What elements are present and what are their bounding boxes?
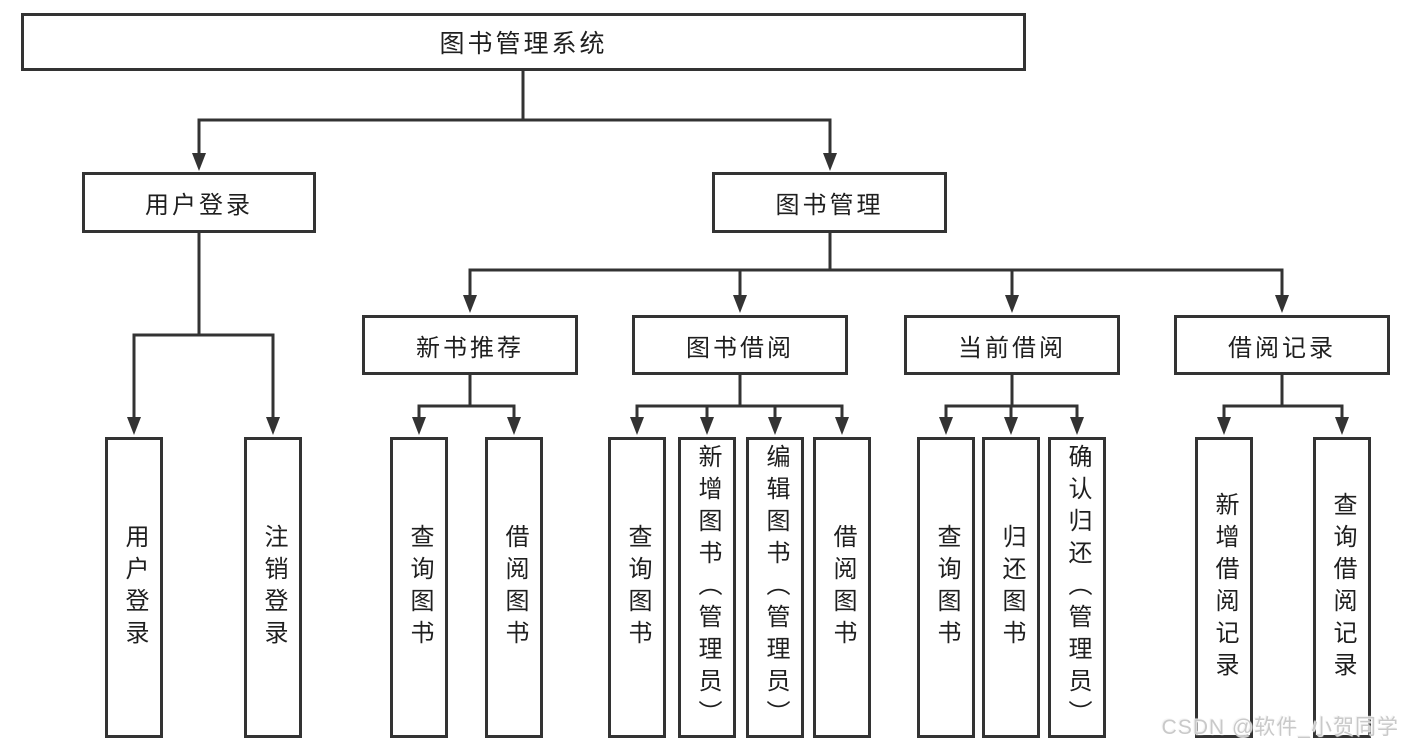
node-book-borrowing: 图书借阅: [632, 315, 848, 375]
leaf-label: 归还图书: [998, 523, 1025, 652]
node-book-management-label: 图书管理: [775, 192, 884, 219]
node-root-label: 图书管理系统: [439, 30, 608, 58]
section-label: 当前借阅: [958, 334, 1066, 362]
leaf-add-borrow-record: 新增借阅记录: [1195, 437, 1253, 738]
leaf-query-books-current: 查询图书: [917, 437, 975, 738]
leaf-logout: 注销登录: [244, 437, 302, 738]
section-label: 图书借阅: [686, 334, 794, 362]
leaf-query-books-recommend: 查询图书: [390, 437, 448, 738]
leaf-label: 查询图书: [624, 523, 651, 652]
leaf-query-borrow-record: 查询借阅记录: [1313, 437, 1371, 738]
leaf-confirm-return-admin: 确认归还（管理员）: [1048, 437, 1106, 738]
leaf-query-books-borrowing: 查询图书: [608, 437, 666, 738]
section-label: 新书推荐: [416, 334, 524, 362]
leaf-edit-book-admin: 编辑图书（管理员）: [746, 437, 804, 738]
leaf-return-book: 归还图书: [982, 437, 1040, 738]
leaf-borrow-books-recommend: 借阅图书: [485, 437, 543, 738]
leaf-user-login: 用户登录: [105, 437, 163, 738]
leaf-label: 查询图书: [406, 523, 433, 652]
node-user-login-label: 用户登录: [145, 192, 253, 219]
node-current-borrowing: 当前借阅: [904, 315, 1120, 375]
leaf-add-book-admin: 新增图书（管理员）: [678, 437, 736, 738]
leaf-label: 注销登录: [260, 523, 287, 652]
node-root: 图书管理系统: [21, 13, 1026, 71]
node-user-login: 用户登录: [82, 172, 316, 233]
leaf-label: 借阅图书: [501, 523, 528, 652]
leaf-label: 编辑图书（管理员）: [762, 443, 789, 732]
node-new-book-recommendation: 新书推荐: [362, 315, 578, 375]
leaf-label: 确认归还（管理员）: [1064, 443, 1091, 732]
leaf-label: 新增图书（管理员）: [694, 443, 721, 732]
leaf-label: 查询借阅记录: [1329, 491, 1356, 684]
leaf-borrow-books-borrowing: 借阅图书: [813, 437, 871, 738]
node-borrowing-records: 借阅记录: [1174, 315, 1390, 375]
csdn-watermark: CSDN @软件_小贺同学: [1161, 716, 1399, 739]
node-book-management: 图书管理: [712, 172, 947, 233]
section-label: 借阅记录: [1228, 334, 1336, 362]
leaf-label: 用户登录: [121, 523, 148, 652]
leaf-label: 新增借阅记录: [1211, 491, 1238, 684]
leaf-label: 查询图书: [933, 523, 960, 652]
leaf-label: 借阅图书: [829, 523, 856, 652]
